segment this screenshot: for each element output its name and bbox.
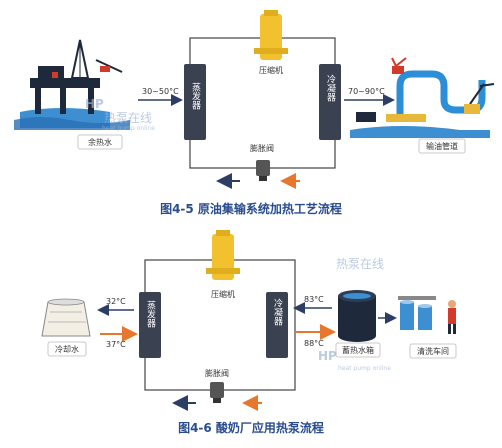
temp-out-1: 70~90°C [348, 87, 385, 96]
oil-platform-icon [14, 39, 130, 130]
caption-2: 图4-6 酸奶厂应用热泵流程 [178, 420, 324, 435]
expansion-valve-1: 膨胀阀 [250, 143, 274, 181]
condenser-label-2: 冷凝器 [272, 297, 283, 325]
watermark-1: HP 热泵在线 heat pump online [85, 97, 155, 132]
tank-label: 蓄热水箱 [342, 345, 374, 355]
evaporator-label-1: 蒸发器 [190, 81, 201, 109]
compressor-label-2: 压缩机 [211, 289, 235, 299]
condenser-label-1: 冷凝器 [325, 73, 336, 101]
temp-right-bottom: 88°C [304, 339, 324, 348]
watermark-en-2: heat pump online [338, 365, 391, 372]
watermark-logo-1: HP [85, 97, 104, 111]
watermark-logo-2: HP [318, 349, 337, 363]
cooling-water-label: 冷却水 [55, 344, 79, 354]
watermark-en-1: heat pump online [102, 125, 155, 132]
expansion-valve-2: 膨胀阀 [205, 368, 229, 403]
oil-pipeline-icon [350, 57, 495, 138]
valve-label-2: 膨胀阀 [205, 368, 229, 378]
pipeline-label-box [418, 138, 466, 154]
waste-heat-label-box [77, 134, 123, 150]
pipeline-label: 输油管道 [426, 141, 458, 151]
storage-tank-icon [338, 290, 376, 342]
compressor-1: 压缩机 [254, 10, 288, 75]
watermark-cn-1: 热泵在线 [104, 111, 152, 125]
condenser-1: 冷凝器 [319, 64, 341, 140]
workshop-label: 清洗车间 [417, 346, 449, 356]
caption-1: 图4-5 原油集输系统加热工艺流程 [160, 201, 342, 216]
watermark-cn-2: 热泵在线 [336, 257, 384, 271]
temp-in-1: 30~50°C [142, 87, 179, 96]
tank-label-box [335, 342, 381, 358]
valve-label-1: 膨胀阀 [250, 143, 274, 153]
figure-1: 压缩机 蒸发器 冷凝器 膨胀阀 30~50°C 70~90°C [14, 10, 495, 216]
temp-left-bottom: 37°C [106, 340, 126, 349]
cleaning-workshop-icon [398, 296, 456, 334]
temp-left-top: 32°C [106, 297, 126, 306]
figure-2: 压缩机 蒸发器 冷凝器 膨胀阀 32°C 37°C 83°C 88°C [41, 230, 457, 435]
evaporator-1: 蒸发器 [184, 64, 206, 140]
temp-right-top: 83°C [304, 295, 324, 304]
waste-heat-label: 余热水 [88, 137, 112, 147]
compressor-label-1: 压缩机 [259, 65, 283, 75]
workshop-label-box [409, 343, 457, 359]
watermark-2: HP 热泵在线 heat pump online [318, 257, 391, 372]
condenser-2: 冷凝器 [266, 292, 288, 358]
cooling-tower-icon [41, 298, 91, 337]
cooling-water-label-box [47, 341, 87, 357]
evaporator-label-2: 蒸发器 [145, 299, 156, 327]
compressor-2: 压缩机 [206, 230, 240, 299]
evaporator-2: 蒸发器 [139, 292, 161, 358]
